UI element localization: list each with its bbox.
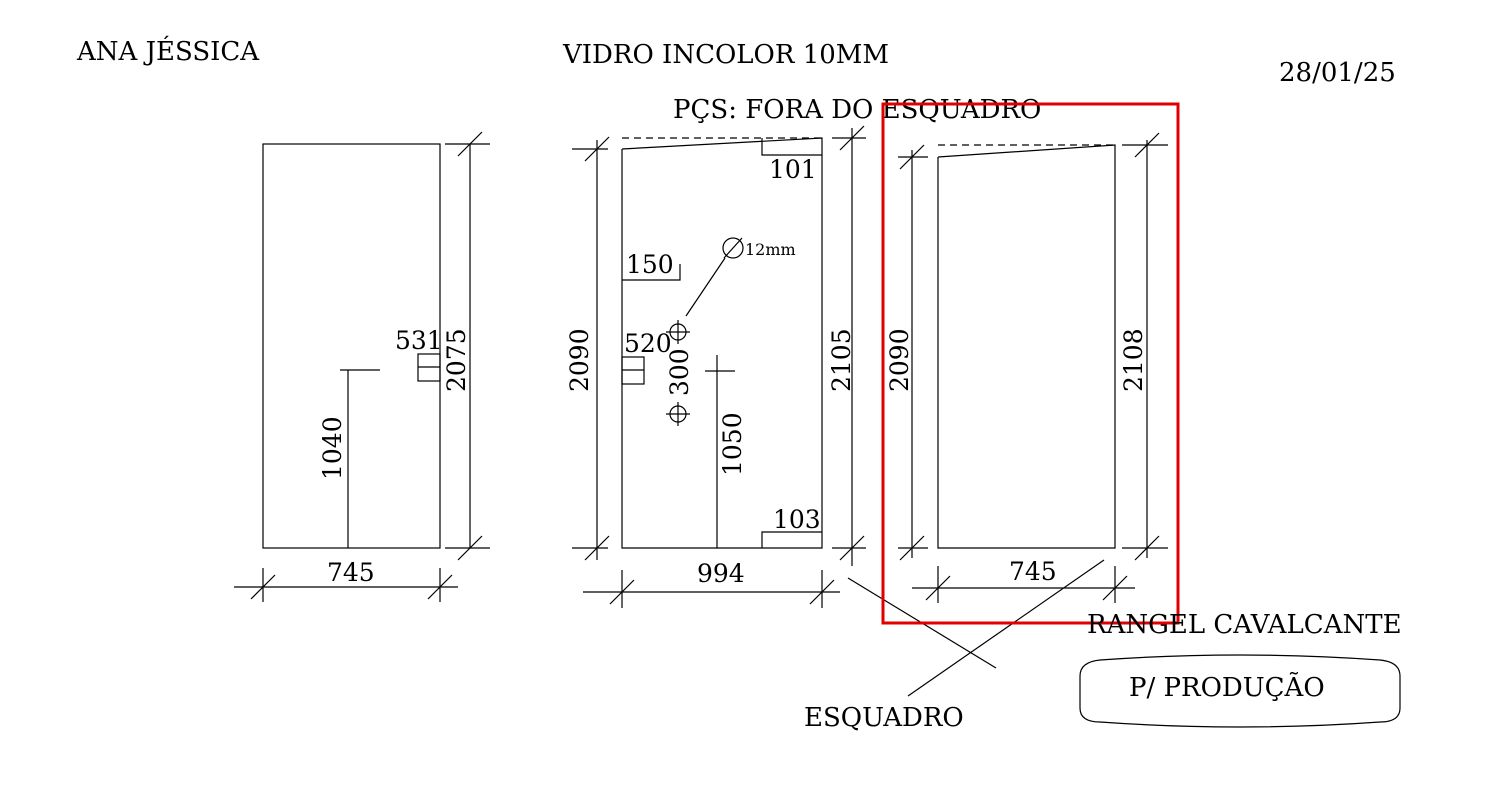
- piece-2-handle-height: 1050: [718, 412, 747, 476]
- piece-3-outline: [937, 144, 1116, 549]
- piece-1-height: 2075: [442, 328, 471, 392]
- piece-2-hole-offset-line: [622, 264, 681, 281]
- client-name: ANA JÉSSICA: [76, 35, 260, 67]
- piece-1-width: 745: [327, 558, 375, 587]
- piece-2-hole-spacing: 300: [665, 348, 694, 396]
- piece-2-outline: [621, 137, 823, 549]
- piece-2-top-offset: 101: [769, 155, 817, 184]
- highlight-box: [881, 102, 1180, 625]
- production-stamp-frame: [1079, 654, 1401, 728]
- square-symbol: [847, 559, 1105, 697]
- piece-1-handle-height: 1040: [318, 416, 347, 480]
- piece-2-hole-diameter: 12mm: [745, 240, 796, 259]
- piece-2-bottom-offset: 103: [773, 505, 821, 534]
- hole-marker-icon: [666, 320, 690, 344]
- piece-3-right-height: 2108: [1119, 328, 1148, 392]
- piece-3-width: 745: [1009, 557, 1057, 586]
- piece-1-outline: [262, 143, 441, 549]
- piece-1: 2075 745 1040 531: [234, 131, 490, 602]
- piece-1-notch-size: 531: [395, 326, 443, 355]
- author-name: RANGEL CAVALCANTE: [1087, 610, 1402, 640]
- hole-marker-icon: [666, 402, 690, 426]
- production-stamp: P/ PRODUÇÃO: [1129, 671, 1325, 703]
- piece-2-notch-size: 520: [624, 329, 672, 358]
- piece-2-left-height: 2090: [565, 328, 594, 392]
- piece-3-left-height: 2090: [885, 328, 914, 392]
- diameter-icon: [722, 237, 744, 259]
- piece-2-hole-x: 150: [626, 250, 674, 279]
- out-of-square-note: PÇS: FORA DO ESQUADRO: [673, 95, 1041, 125]
- drawing-date: 28/01/25: [1279, 58, 1396, 88]
- piece-2-width: 994: [697, 559, 745, 588]
- piece-3: 2090 2108 745: [885, 132, 1168, 603]
- material-title: VIDRO INCOLOR 10MM: [562, 40, 889, 70]
- square-label: ESQUADRO: [804, 703, 964, 733]
- piece-2: 101 103 2090 2105 994 150 12mm: [565, 125, 866, 608]
- piece-2-right-height: 2105: [827, 328, 856, 392]
